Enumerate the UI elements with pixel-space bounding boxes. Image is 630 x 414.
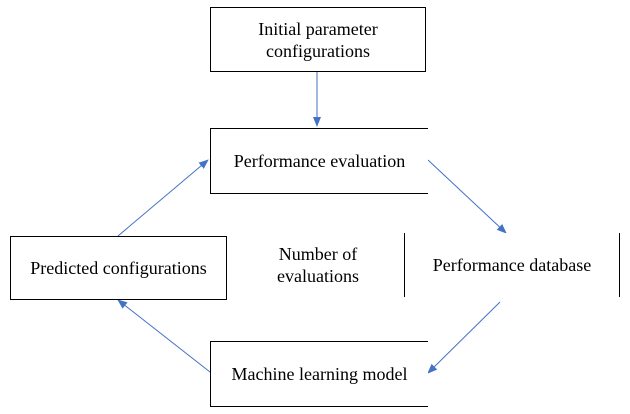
arrow-predicted-to-evaluation — [117, 159, 209, 237]
arrow-model-to-predicted — [117, 299, 211, 373]
machine-learning-model-box: Machine learning model — [210, 341, 428, 407]
number-of-evaluations-label: Number of evaluations — [258, 243, 378, 287]
initial-configurations-line-2: configurations — [266, 40, 370, 61]
number-of-evaluations-line-1: Number of — [278, 244, 358, 264]
performance-database-box: Performance database — [404, 233, 620, 297]
predicted-configurations-label: Predicted configurations — [30, 258, 207, 278]
performance-evaluation-label: Performance evaluation — [233, 151, 406, 171]
initial-configurations-line-1: Initial parameter — [258, 18, 378, 39]
predicted-configurations-box: Predicted configurations — [10, 236, 227, 300]
performance-evaluation-box: Performance evaluation — [210, 128, 428, 194]
arrow-database-to-model — [427, 301, 501, 374]
arrow-evaluation-to-database — [427, 159, 507, 234]
number-of-evaluations-line-2: evaluations — [277, 266, 359, 286]
initial-configurations-box: Initial parameter configurations — [210, 7, 426, 72]
machine-learning-model-label: Machine learning model — [231, 364, 408, 384]
performance-database-label: Performance database — [432, 255, 592, 275]
